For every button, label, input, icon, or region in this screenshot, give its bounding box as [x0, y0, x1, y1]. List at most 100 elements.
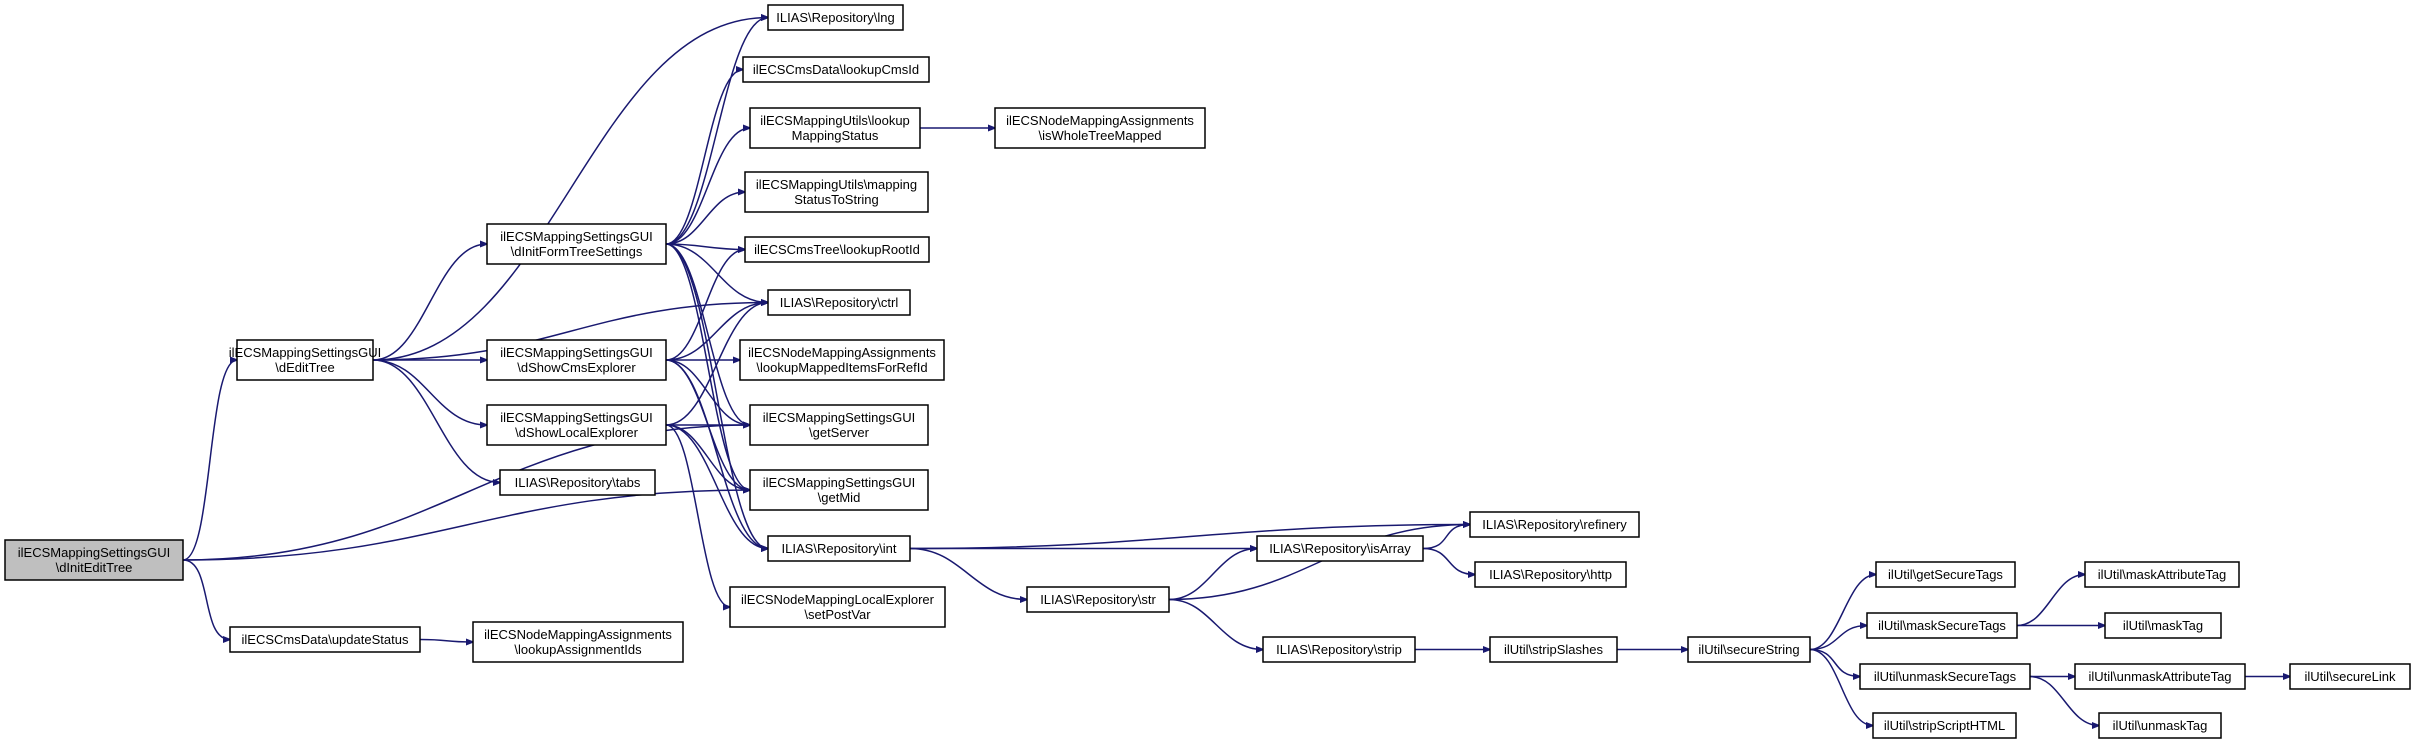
node-get-server[interactable]: ilECSMappingSettingsGUI\getServer: [749, 404, 929, 446]
node-label-line: ilUtil\maskAttributeTag: [2098, 567, 2227, 582]
node-get-secure-tags[interactable]: ilUtil\getSecureTags: [1875, 561, 2016, 588]
node-label-line: \getMid: [818, 490, 861, 505]
edge-str-to-refinery: [1168, 525, 1470, 601]
node-box: [1872, 712, 2017, 739]
node-label-line: ilUtil\getSecureTags: [1888, 567, 2003, 582]
node-get-mid[interactable]: ilECSMappingSettingsGUI\getMid: [749, 469, 929, 511]
node-label-line: \lookupAssignmentIds: [514, 642, 642, 657]
node-lookup-mapped-items[interactable]: ilECSNodeMappingAssignments\lookupMapped…: [739, 339, 945, 381]
node-set-post-var[interactable]: ilECSNodeMappingLocalExplorer\setPostVar: [729, 586, 946, 628]
node-box: [486, 339, 667, 381]
edge-init-form-tree-to-lookup-cms-id: [665, 70, 743, 245]
edge-init-form-tree-to-lookup-mapping-status: [665, 128, 750, 245]
node-box: [749, 404, 929, 446]
node-box: [486, 404, 667, 446]
edge-str-to-is-array: [1168, 549, 1257, 601]
node-unmask-tag[interactable]: ilUtil\unmaskTag: [2098, 712, 2222, 739]
node-init-form-tree[interactable]: ilECSMappingSettingsGUI\dInitFormTreeSet…: [486, 223, 667, 265]
node-unmask-secure-tags[interactable]: ilUtil\unmaskSecureTags: [1859, 663, 2031, 690]
node-label-line: ILIAS\Repository\http: [1489, 567, 1612, 582]
node-http[interactable]: ILIAS\Repository\http: [1474, 561, 1627, 588]
node-box: [767, 4, 904, 31]
node-is-array[interactable]: ILIAS\Repository\isArray: [1256, 535, 1424, 562]
node-lookup-assignment-ids[interactable]: ilECSNodeMappingAssignments\lookupAssign…: [472, 621, 684, 663]
edge-is-array-to-http: [1422, 547, 1475, 575]
node-ctrl[interactable]: ILIAS\Repository\ctrl: [767, 289, 911, 316]
node-refinery[interactable]: ILIAS\Repository\refinery: [1469, 511, 1640, 538]
node-mask-secure-tags[interactable]: ilUtil\maskSecureTags: [1866, 612, 2018, 639]
edge-secure-string-to-unmask-secure-tags: [1809, 648, 1860, 677]
node-label-line: ilUtil\unmaskSecureTags: [1874, 669, 2017, 684]
node-box: [1859, 663, 2031, 690]
edge-root-to-edit-tree: [182, 360, 237, 561]
node-tabs[interactable]: ILIAS\Repository\tabs: [499, 469, 656, 496]
node-box: [1026, 586, 1170, 613]
node-label-line: ilECSMappingSettingsGUI: [500, 410, 652, 425]
node-box: [2074, 663, 2246, 690]
node-root[interactable]: ilECSMappingSettingsGUI\dInitEditTree: [4, 539, 184, 581]
node-box: [1875, 561, 2016, 588]
node-label-line: ILIAS\Repository\isArray: [1269, 541, 1411, 556]
node-label-line: \dEditTree: [275, 360, 335, 375]
node-strip-script-html[interactable]: ilUtil\stripScriptHTML: [1872, 712, 2017, 739]
node-label-line: ilECSMappingSettingsGUI: [229, 345, 381, 360]
node-label-line: \lookupMappedItemsForRefId: [756, 360, 927, 375]
node-mask-tag[interactable]: ilUtil\maskTag: [2104, 612, 2222, 639]
node-label-line: ilECSMappingSettingsGUI: [500, 229, 652, 244]
edge-int-to-refinery: [909, 525, 1470, 550]
node-box: [499, 469, 656, 496]
node-label-line: \setPostVar: [804, 607, 871, 622]
node-show-local[interactable]: ilECSMappingSettingsGUI\dShowLocalExplor…: [486, 404, 667, 446]
node-label-line: ilUtil\secureString: [1698, 642, 1799, 657]
node-label-line: ILIAS\Repository\lng: [776, 10, 895, 25]
node-lng[interactable]: ILIAS\Repository\lng: [767, 4, 904, 31]
node-label-line: ilUtil\secureLink: [2304, 669, 2396, 684]
edge-init-form-tree-to-int: [665, 243, 768, 549]
node-show-cms[interactable]: ilECSMappingSettingsGUI\dShowCmsExplorer: [486, 339, 667, 381]
node-box: [1474, 561, 1627, 588]
node-update-status[interactable]: ilECSCmsData\updateStatus: [229, 626, 421, 653]
edge-secure-string-to-get-secure-tags: [1809, 575, 1876, 651]
edge-edit-tree-to-show-local: [372, 359, 487, 425]
edge-show-cms-to-get-server: [665, 359, 750, 425]
node-strip-slashes[interactable]: ilUtil\stripSlashes: [1489, 636, 1618, 663]
edge-init-form-tree-to-ctrl: [665, 243, 768, 303]
node-label-line: ilECSNodeMappingLocalExplorer: [741, 592, 935, 607]
node-strip[interactable]: ILIAS\Repository\strip: [1262, 636, 1416, 663]
node-label-line: ILIAS\Repository\ctrl: [780, 295, 899, 310]
edge-root-to-get-mid: [182, 490, 750, 561]
node-mask-attribute-tag[interactable]: ilUtil\maskAttributeTag: [2084, 561, 2240, 588]
node-box: [1256, 535, 1424, 562]
node-label-line: ILIAS\Repository\refinery: [1482, 517, 1627, 532]
edge-int-to-str: [909, 547, 1027, 600]
edge-init-form-tree-to-get-mid: [665, 243, 750, 490]
nodes-layer: ilECSMappingSettingsGUI\dInitEditTreeilE…: [4, 4, 2411, 739]
edge-show-cms-to-ctrl: [665, 303, 768, 361]
edge-mask-secure-tags-to-mask-attribute-tag: [2016, 575, 2085, 627]
node-label-line: ilUtil\maskSecureTags: [1878, 618, 2006, 633]
node-str[interactable]: ILIAS\Repository\str: [1026, 586, 1170, 613]
node-edit-tree[interactable]: ilECSMappingSettingsGUI\dEditTree: [229, 339, 381, 381]
node-label-line: ILIAS\Repository\strip: [1276, 642, 1402, 657]
node-is-whole-tree-mapped[interactable]: ilECSNodeMappingAssignments\isWholeTreeM…: [994, 107, 1206, 149]
node-label-line: \dShowCmsExplorer: [517, 360, 636, 375]
node-secure-link[interactable]: ilUtil\secureLink: [2289, 663, 2411, 690]
node-secure-string[interactable]: ilUtil\secureString: [1687, 636, 1811, 663]
node-box: [742, 56, 930, 83]
node-lookup-cms-id[interactable]: ilECSCmsData\lookupCmsId: [742, 56, 930, 83]
node-unmask-attribute-tag[interactable]: ilUtil\unmaskAttributeTag: [2074, 663, 2246, 690]
node-box: [4, 539, 184, 581]
edge-is-array-to-refinery: [1422, 525, 1470, 550]
edges-layer: [182, 18, 2290, 726]
node-label-line: \dInitEditTree: [56, 560, 133, 575]
node-label-line: ilECSMappingSettingsGUI: [18, 545, 170, 560]
node-box: [749, 107, 921, 149]
node-label-line: ILIAS\Repository\tabs: [515, 475, 641, 490]
edge-edit-tree-to-lng: [372, 18, 768, 361]
node-int[interactable]: ILIAS\Repository\int: [767, 535, 911, 562]
node-label-line: \getServer: [809, 425, 870, 440]
node-lookup-root-id[interactable]: ilECSCmsTree\lookupRootId: [744, 236, 930, 263]
